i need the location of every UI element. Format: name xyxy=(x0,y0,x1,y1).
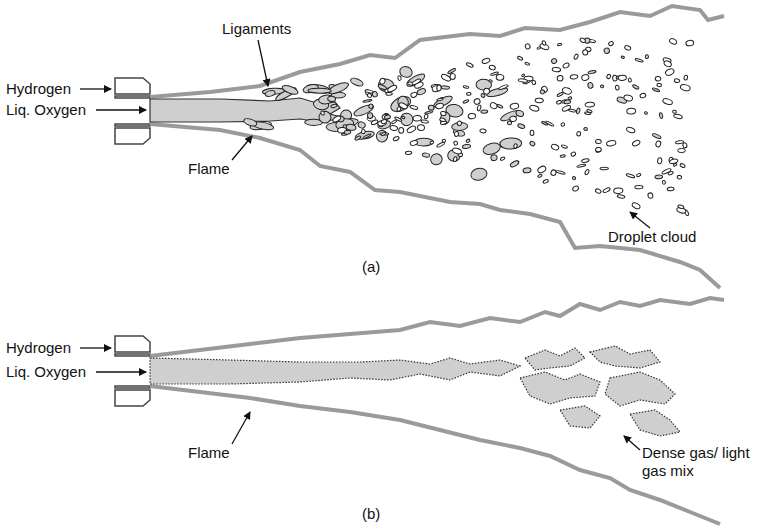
flame-a-top xyxy=(150,6,724,97)
flame-b-top xyxy=(150,298,724,356)
droplet-cloud xyxy=(243,37,694,216)
feature-label: Dense gas/ light gas mix xyxy=(642,444,750,480)
propellant-label: Liq. Oxygen xyxy=(6,363,86,381)
propellant-label: Hydrogen xyxy=(6,339,71,357)
injector-b xyxy=(115,336,150,406)
injector-a xyxy=(115,78,150,144)
feature-label: Droplet cloud xyxy=(608,228,696,246)
propellant-label: Liq. Oxygen xyxy=(6,101,86,119)
feature-label: Ligaments xyxy=(222,20,291,38)
leaders-b xyxy=(80,348,640,450)
flame-b-bottom xyxy=(150,386,720,524)
leaders-a xyxy=(80,40,650,228)
propellant-label: Hydrogen xyxy=(6,80,71,98)
feature-label: Flame xyxy=(188,160,230,178)
lox-jet-b xyxy=(150,346,680,436)
panel-label: (b) xyxy=(362,505,380,523)
panel-label: (a) xyxy=(362,258,380,276)
feature-label: Flame xyxy=(188,444,230,462)
flame-a-bottom xyxy=(150,124,720,288)
